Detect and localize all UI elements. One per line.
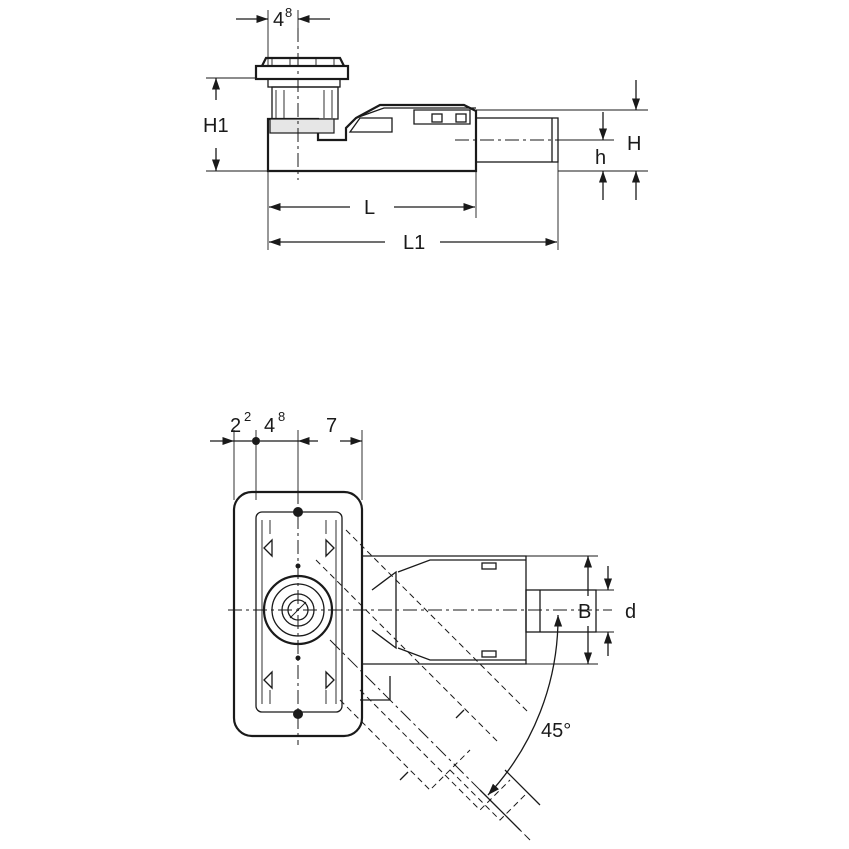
dim-top-width xyxy=(236,10,330,66)
dim-b-sup: 8 xyxy=(278,409,285,424)
dim-a-label: 2 xyxy=(230,415,241,437)
angle-45-label: 45° xyxy=(541,720,571,742)
dim-top-chain xyxy=(210,430,363,500)
dim-h-small-label: h xyxy=(595,147,606,169)
top-view: 2 2 4 8 7 xyxy=(210,409,636,841)
dim-l xyxy=(267,162,559,250)
dim-h1 xyxy=(206,77,268,172)
dim-h1-label: H1 xyxy=(203,115,229,137)
side-view-body xyxy=(254,28,575,180)
dim-b-letter: B xyxy=(578,601,591,623)
angled-outlet xyxy=(315,529,541,841)
dim-l1-label: L1 xyxy=(403,232,425,254)
dim-top-width-label: 4 xyxy=(273,9,284,31)
dim-d xyxy=(596,566,614,656)
dim-h-small xyxy=(558,112,614,200)
dim-a-sup: 2 xyxy=(244,409,251,424)
angle-45-arc xyxy=(487,614,563,796)
dim-d-letter: d xyxy=(625,601,636,623)
side-view: 4 8 H1 H h xyxy=(203,5,648,254)
dim-h-big-label: H xyxy=(627,133,641,155)
dim-c-label: 7 xyxy=(326,415,337,437)
dim-top-width-sup: 8 xyxy=(285,5,292,20)
dim-b-label: 4 xyxy=(264,415,275,437)
dim-l-label: L xyxy=(364,197,375,219)
